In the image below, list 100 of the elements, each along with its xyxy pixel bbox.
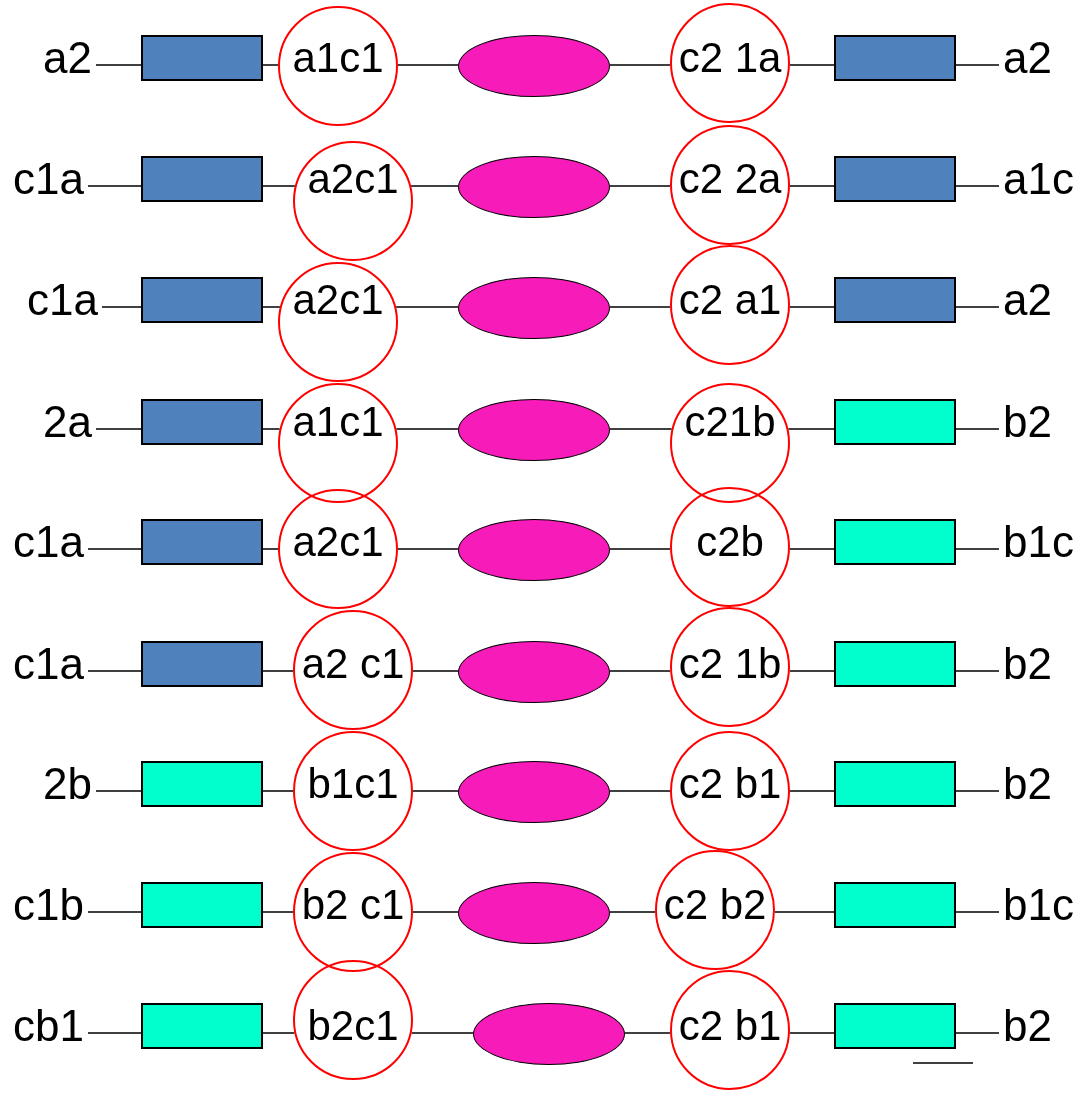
rectangle-node bbox=[834, 35, 956, 81]
end-label: a2 bbox=[43, 36, 92, 80]
rectangle-node bbox=[834, 399, 956, 445]
circle-node bbox=[293, 141, 413, 261]
circle-node bbox=[293, 852, 413, 972]
connector-line bbox=[789, 670, 835, 672]
circle-node bbox=[293, 610, 413, 730]
circle-label: c2 a1 bbox=[677, 279, 783, 321]
connector-line bbox=[955, 670, 1000, 672]
rectangle-node bbox=[141, 882, 263, 928]
circle-label: a1c1 bbox=[291, 37, 385, 79]
connector-line bbox=[262, 428, 281, 430]
circle-node bbox=[670, 607, 790, 727]
circle-label: c21b bbox=[683, 401, 777, 443]
connector-line bbox=[87, 670, 142, 672]
rectangle-node bbox=[834, 156, 956, 202]
connector-line bbox=[95, 790, 142, 792]
end-label: a2 bbox=[1003, 278, 1052, 322]
connector-line bbox=[87, 911, 142, 913]
circle-label: c2 b2 bbox=[662, 884, 768, 926]
rectangle-node bbox=[141, 761, 263, 807]
connector-line bbox=[262, 306, 281, 308]
circle-label: a2 c1 bbox=[300, 643, 406, 685]
rectangle-node bbox=[834, 761, 956, 807]
connector-line bbox=[789, 548, 835, 550]
rectangle-node bbox=[834, 519, 956, 565]
rectangle-node bbox=[141, 641, 263, 687]
connector-line bbox=[87, 1032, 142, 1034]
circle-node bbox=[670, 970, 790, 1090]
connector-line bbox=[789, 185, 835, 187]
connector-line bbox=[412, 670, 459, 672]
connector-line bbox=[412, 790, 459, 792]
end-label: cb1 bbox=[13, 1004, 84, 1048]
end-label: b2 bbox=[1003, 762, 1052, 806]
connector-line bbox=[397, 548, 459, 550]
connector-line bbox=[262, 790, 294, 792]
connector-line bbox=[262, 185, 296, 187]
connector-line bbox=[87, 548, 142, 550]
connector-line bbox=[95, 64, 142, 66]
connector-line bbox=[789, 1032, 835, 1034]
connector-line bbox=[624, 1032, 671, 1034]
connector-line bbox=[609, 64, 671, 66]
connector-line bbox=[262, 911, 294, 913]
connector-line bbox=[395, 428, 459, 430]
rectangle-node bbox=[834, 1003, 956, 1049]
circle-label: b1c1 bbox=[306, 763, 400, 805]
rectangle-node bbox=[141, 156, 263, 202]
connector-line bbox=[955, 428, 1000, 430]
end-label: 2b bbox=[43, 762, 92, 806]
circle-label: a2c1 bbox=[306, 158, 400, 200]
circle-node bbox=[278, 6, 398, 126]
connector-line bbox=[101, 306, 142, 308]
circle-label: a2c1 bbox=[291, 521, 385, 563]
circle-label: b2c1 bbox=[306, 1005, 400, 1047]
circle-label: c2 2a bbox=[677, 158, 783, 200]
rectangle-node bbox=[141, 1003, 263, 1049]
connector-line bbox=[609, 911, 656, 913]
connector-line bbox=[787, 428, 835, 430]
connector-line bbox=[609, 306, 671, 308]
connector-line bbox=[955, 64, 1000, 66]
connector-line bbox=[955, 548, 1000, 550]
end-label: c1b bbox=[13, 883, 84, 927]
connector-line bbox=[262, 548, 279, 550]
end-label: c1a bbox=[13, 520, 84, 564]
connector-line bbox=[789, 790, 835, 792]
circle-label: b2 c1 bbox=[300, 884, 406, 926]
connector-line bbox=[95, 428, 142, 430]
circle-node bbox=[278, 262, 398, 382]
circle-node bbox=[670, 383, 790, 503]
connector-line bbox=[955, 790, 1000, 792]
end-label: b2 bbox=[1003, 642, 1052, 686]
connector-line bbox=[789, 306, 835, 308]
rectangle-node bbox=[141, 277, 263, 323]
connector-line bbox=[262, 670, 294, 672]
circle-node bbox=[278, 489, 398, 609]
circle-label: c2 b1 bbox=[677, 763, 783, 805]
end-label: b2 bbox=[1003, 400, 1052, 444]
connector-line bbox=[955, 911, 1000, 913]
circle-node bbox=[293, 960, 413, 1080]
circle-node bbox=[655, 850, 775, 970]
end-label: b1c bbox=[1003, 883, 1074, 927]
connector-line bbox=[262, 1032, 296, 1034]
end-label: b1c bbox=[1003, 520, 1074, 564]
circle-label: a1c1 bbox=[291, 401, 385, 443]
rectangle-node bbox=[834, 641, 956, 687]
connector-line bbox=[955, 306, 1000, 308]
rectangle-node bbox=[834, 882, 956, 928]
connector-line bbox=[609, 428, 673, 430]
circle-node bbox=[670, 731, 790, 851]
circle-node bbox=[278, 383, 398, 503]
end-label: a2 bbox=[1003, 36, 1052, 80]
connector-line bbox=[412, 911, 459, 913]
rectangle-node bbox=[141, 35, 263, 81]
connector-line bbox=[410, 1032, 474, 1034]
circle-node bbox=[670, 3, 790, 123]
circle-label: c2 1b bbox=[677, 643, 783, 685]
circle-label: c2 1a bbox=[677, 37, 783, 79]
connector-line bbox=[262, 64, 279, 66]
rectangle-node bbox=[141, 519, 263, 565]
end-label: 2a bbox=[43, 400, 92, 444]
